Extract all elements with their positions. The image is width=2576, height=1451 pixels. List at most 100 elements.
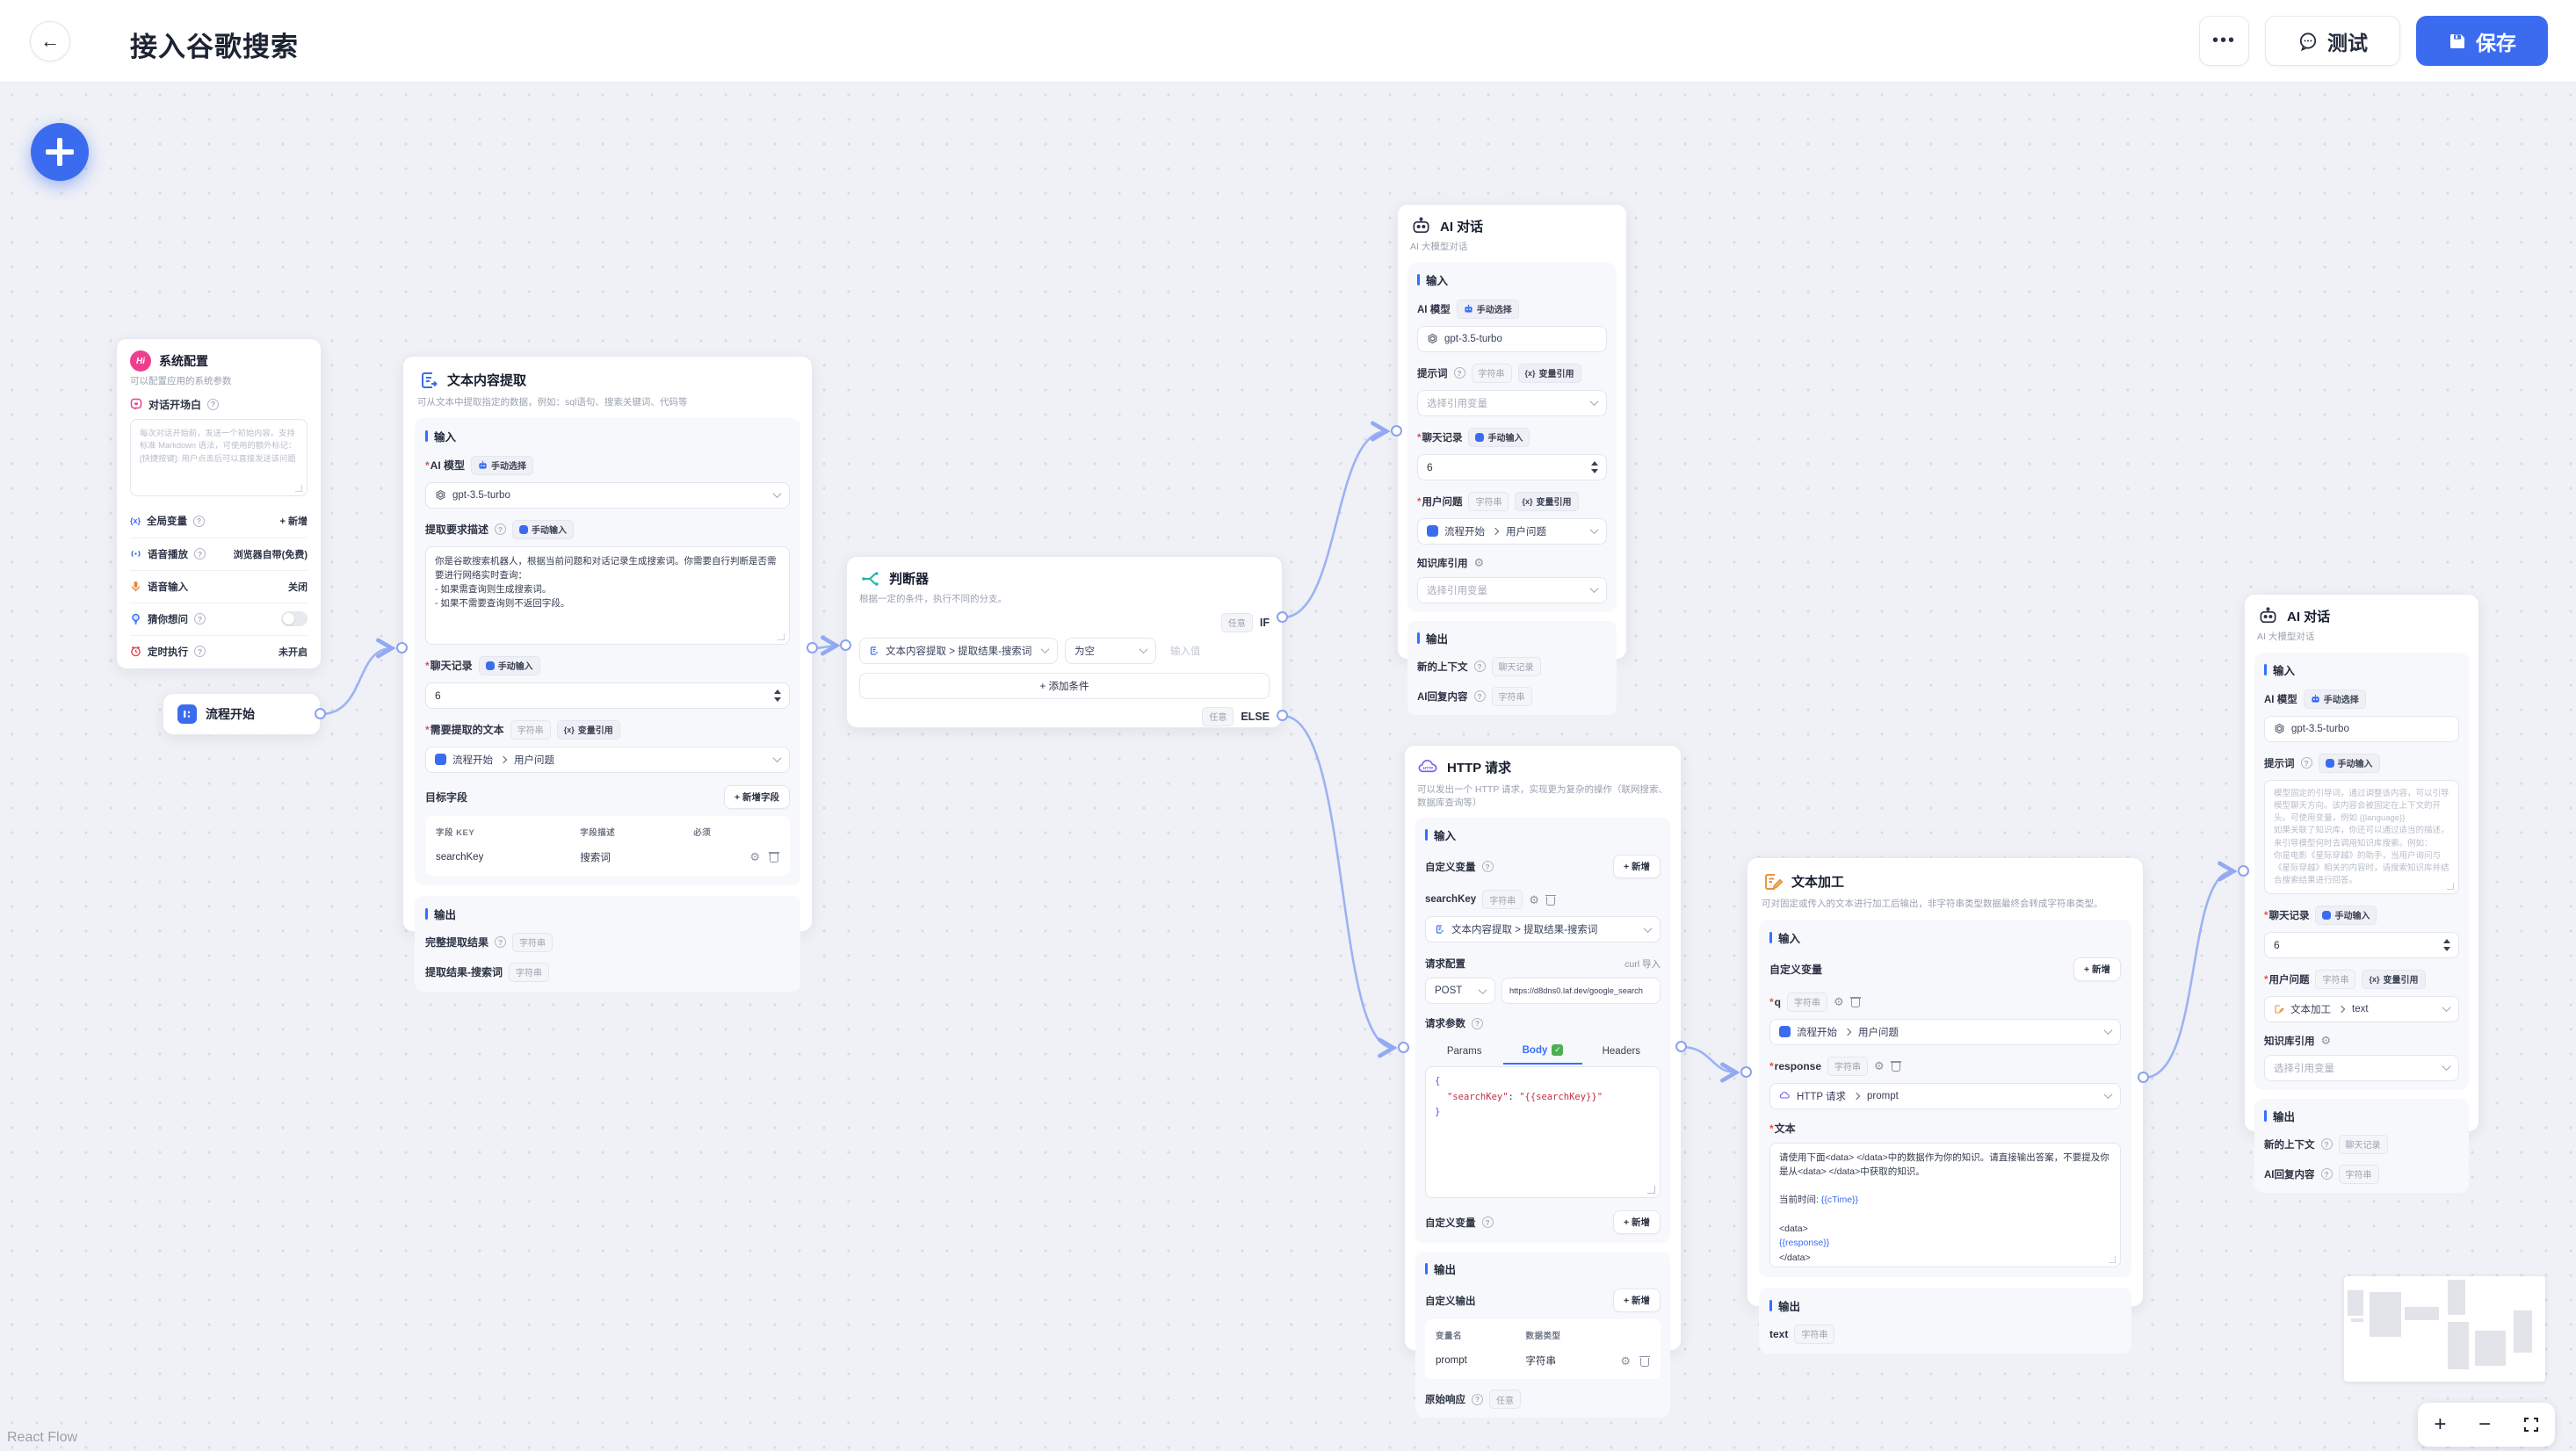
help-icon[interactable]: [193, 515, 206, 527]
kb-ref-select[interactable]: 选择引用变量: [2264, 1054, 2459, 1081]
kb-ref-select[interactable]: 选择引用变量: [1417, 576, 1607, 603]
add-output-button[interactable]: + 新增: [1612, 1289, 1661, 1313]
node-condition[interactable]: 判断器 根据一定的条件，执行不同的分支。 任意 IF 文本内容提取 > 提取结果…: [846, 556, 1283, 728]
back-button[interactable]: ←: [30, 21, 70, 61]
handle-extract-in[interactable]: [396, 642, 408, 653]
more-button[interactable]: •••: [2199, 16, 2249, 66]
handle-aichat-right-in[interactable]: [2238, 865, 2249, 877]
node-text-process[interactable]: 文本加工 可对固定或传入的文本进行加工后输出，非字符串类型数据最终会转成字符串类…: [1747, 857, 2144, 1354]
chat-rounds-input[interactable]: 6: [1417, 453, 1607, 480]
var-ref-select[interactable]: 文本内容提取 > 提取结果-搜索词: [1425, 916, 1661, 943]
node-ai-chat-right[interactable]: AI 对话 AI 大模型对话 输入 AI 模型 手动选择 gpt-3.5-tur…: [2244, 594, 2479, 1193]
zoom-in-button[interactable]: +: [2434, 1412, 2447, 1436]
help-icon[interactable]: [194, 646, 206, 658]
add-var-button[interactable]: + 新增: [2073, 957, 2121, 981]
handle-textprocess-out[interactable]: [2138, 1072, 2149, 1083]
prompt-textarea[interactable]: 模型固定的引导词，通过调整该内容，可以引导模型聊天方向。该内容会被固定在上下文的…: [2264, 779, 2459, 894]
handle-aichat-top-in[interactable]: [1391, 425, 1402, 437]
curl-import-button[interactable]: curl 导入: [1624, 958, 1661, 970]
prompt-ref-select[interactable]: 选择引用变量: [1417, 389, 1607, 416]
help-icon[interactable]: [2320, 1138, 2333, 1151]
text-template-editor[interactable]: 请使用下面<data> </data>中的数据作为你的知识。请直接输出答案，不要…: [1769, 1142, 2121, 1267]
condition-variable-select[interactable]: 文本内容提取 > 提取结果-搜索词: [859, 637, 1058, 664]
voice-play-value[interactable]: 浏览器自带(免费): [233, 549, 308, 560]
user-question-ref-select[interactable]: 流程开始 用户问题: [1417, 517, 1607, 545]
tab-body[interactable]: Body: [1503, 1039, 1582, 1065]
help-icon[interactable]: [1481, 1216, 1494, 1229]
manual-input-badge[interactable]: 手动输入: [478, 655, 540, 675]
manual-input-badge[interactable]: 手动输入: [2318, 753, 2380, 773]
trash-icon[interactable]: [769, 851, 779, 863]
trash-icon[interactable]: [1545, 894, 1556, 906]
resize-handle[interactable]: [778, 632, 785, 640]
opener-textarea[interactable]: 每次对话开始前，发送一个初始内容。支持标准 Markdown 语法，可使用的额外…: [130, 418, 308, 496]
manual-select-badge[interactable]: 手动选择: [471, 455, 534, 475]
gear-icon[interactable]: ⚙: [1834, 995, 1844, 1009]
chat-rounds-input[interactable]: 6: [425, 682, 790, 709]
gear-icon[interactable]: ⚙: [1473, 556, 1485, 570]
help-icon[interactable]: [1453, 367, 1465, 379]
help-icon[interactable]: [207, 398, 220, 410]
node-flow-start[interactable]: 流程开始: [163, 693, 321, 735]
help-icon[interactable]: [1473, 661, 1486, 673]
number-stepper[interactable]: [774, 683, 781, 708]
condition-operator-select[interactable]: 为空: [1065, 637, 1156, 664]
condition-value-input[interactable]: 输入值: [1170, 646, 1201, 657]
model-select[interactable]: gpt-3.5-turbo: [2264, 715, 2459, 742]
node-system-config[interactable]: Hi 系统配置 可以配置应用的系统参数 对话开场白 每次对话开始前，发送一个初始…: [116, 338, 322, 669]
add-var-button[interactable]: + 新增: [1612, 855, 1661, 879]
scheduled-run-value[interactable]: 未开启: [279, 646, 308, 658]
resize-handle[interactable]: [2447, 882, 2454, 890]
add-condition-button[interactable]: + 添加条件: [859, 672, 1270, 699]
fullscreen-button[interactable]: [2523, 1417, 2539, 1433]
q-ref-select[interactable]: 流程开始 用户问题: [1769, 1018, 2121, 1045]
help-icon[interactable]: [2300, 757, 2312, 769]
handle-condition-if-out[interactable]: [1277, 611, 1288, 623]
manual-select-badge[interactable]: 手动选择: [1456, 299, 1519, 319]
var-ref-badge[interactable]: 变量引用: [1517, 363, 1581, 383]
help-icon[interactable]: [194, 548, 206, 560]
resize-handle[interactable]: [295, 484, 302, 492]
chat-rounds-input[interactable]: 6: [2264, 931, 2459, 958]
manual-input-badge[interactable]: 手动输入: [1468, 427, 1530, 447]
add-global-var[interactable]: + 新增: [279, 516, 308, 528]
manual-input-badge[interactable]: 手动输入: [2315, 905, 2377, 925]
url-input[interactable]: https://d8dns0.laf.dev/google_search: [1501, 978, 1661, 1005]
node-text-extract[interactable]: 文本内容提取 可从文本中提取指定的数据，例如：sql语句、搜索关键词、代码等 输…: [402, 356, 813, 992]
body-json-editor[interactable]: { "searchKey": "{{searchKey}}" }: [1425, 1066, 1661, 1199]
handle-flowstart-out[interactable]: [315, 708, 326, 719]
manual-input-badge[interactable]: 手动输入: [512, 519, 575, 539]
resize-handle[interactable]: [2109, 1255, 2116, 1263]
source-ref-select[interactable]: 流程开始 用户问题: [425, 746, 790, 773]
resize-handle[interactable]: [1647, 1186, 1655, 1195]
handle-textprocess-in[interactable]: [1740, 1066, 1752, 1078]
handle-extract-out[interactable]: [807, 642, 818, 653]
tab-params[interactable]: Params: [1446, 1045, 1482, 1057]
help-icon[interactable]: [1472, 1393, 1483, 1405]
var-ref-badge[interactable]: 变量引用: [2362, 969, 2426, 989]
add-field-button[interactable]: + 新增字段: [723, 784, 790, 809]
gear-icon[interactable]: ⚙: [1620, 1354, 1631, 1368]
var-ref-badge[interactable]: 变量引用: [1515, 491, 1579, 511]
gear-icon[interactable]: ⚙: [2320, 1034, 2332, 1048]
manual-select-badge[interactable]: 手动选择: [2303, 689, 2366, 709]
extract-requirement-textarea[interactable]: 你是谷歌搜索机器人，根据当前问题和对话记录生成搜索词。你需要自行判断是否需要进行…: [425, 545, 790, 645]
add-node-button[interactable]: [31, 123, 89, 181]
help-icon[interactable]: [1481, 861, 1494, 873]
handle-http-in[interactable]: [1398, 1042, 1409, 1053]
number-stepper[interactable]: [2443, 933, 2450, 957]
help-icon[interactable]: [1472, 1017, 1483, 1029]
node-ai-chat-top[interactable]: AI 对话 AI 大模型对话 输入 AI 模型 手动选择 gpt-3.5-tur…: [1397, 204, 1627, 715]
handle-condition-else-out[interactable]: [1277, 710, 1288, 721]
gear-icon[interactable]: ⚙: [1529, 892, 1539, 906]
flow-canvas[interactable]: [0, 83, 2576, 1451]
zoom-out-button[interactable]: −: [2478, 1412, 2492, 1436]
add-var-button[interactable]: + 新增: [1612, 1210, 1661, 1235]
model-select[interactable]: gpt-3.5-turbo: [1417, 325, 1607, 352]
help-icon[interactable]: [2320, 1168, 2333, 1180]
response-ref-select[interactable]: HTTP 请求 prompt: [1769, 1082, 2121, 1109]
test-button[interactable]: 测试: [2265, 16, 2400, 66]
help-icon[interactable]: [1473, 690, 1486, 703]
node-http-request[interactable]: HTTP HTTP 请求 可以发出一个 HTTP 请求，实现更为复杂的操作（联网…: [1404, 745, 1682, 1419]
trash-icon[interactable]: [1639, 1355, 1650, 1367]
